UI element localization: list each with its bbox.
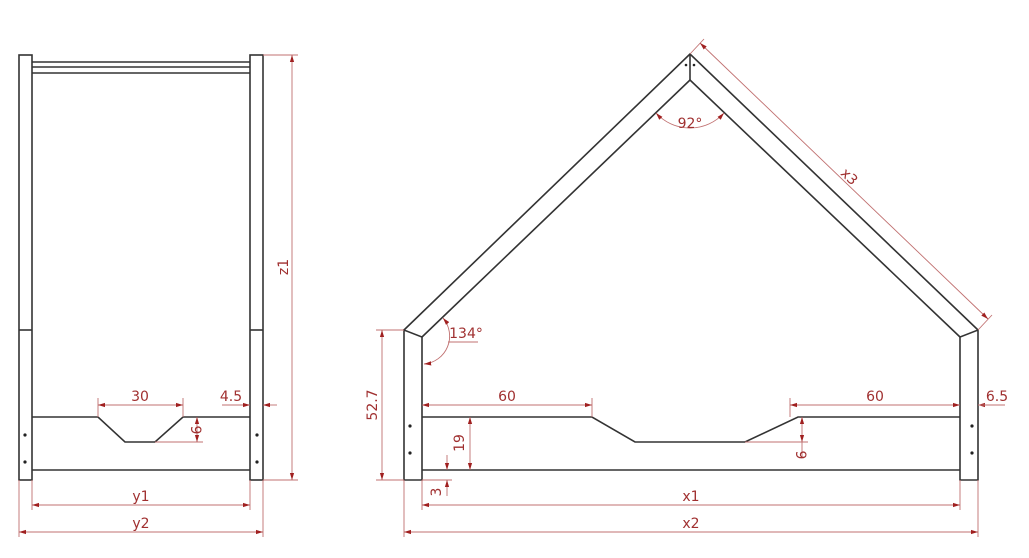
inner-width-label: y1 [132, 489, 149, 505]
side-panel-top-edge [32, 416, 250, 443]
front-view: 92° 134° 52.7 60 60 6.5 19 9 3 [365, 38, 1008, 537]
notch-depth-label: 9 [187, 426, 203, 435]
right-flat-label: 60 [866, 389, 884, 405]
screw-icon [970, 424, 974, 428]
screw-icon [408, 451, 412, 455]
eave-angle-label: 134° [449, 326, 483, 342]
inner-length-label: x1 [682, 489, 699, 505]
panel-height-label: 19 [452, 434, 468, 452]
screw-icon [408, 424, 412, 428]
post-width-label: 6.5 [986, 389, 1008, 405]
roof-length-label: x3 [837, 165, 860, 188]
post-width-label: 4.5 [220, 389, 242, 405]
top-rail [32, 61, 250, 74]
screw-icon [970, 451, 974, 455]
left-flat-label: 60 [498, 389, 516, 405]
wall-height-label: 52.7 [365, 389, 381, 420]
left-post [18, 54, 33, 481]
side-view: 30 4.5 9 y1 y2 z1 [18, 54, 298, 537]
roof-angle-label: 92° [678, 116, 703, 132]
height-label: z1 [276, 259, 292, 275]
screw-icon [255, 460, 259, 464]
screw-icon [23, 460, 27, 464]
roof-outer-edge [403, 52, 979, 331]
right-wall-post [959, 328, 979, 481]
bottom-gap-label: 3 [429, 488, 445, 497]
screw-icon [23, 433, 27, 437]
outer-length-label: x2 [682, 516, 699, 532]
outer-width-label: y2 [132, 516, 149, 532]
notch-width-label: 30 [131, 389, 149, 405]
front-panel-top-edge [422, 416, 960, 443]
right-post [249, 54, 264, 481]
left-wall-post [403, 328, 423, 481]
screw-icon [255, 433, 259, 437]
notch-depth-label: 9 [792, 451, 808, 460]
